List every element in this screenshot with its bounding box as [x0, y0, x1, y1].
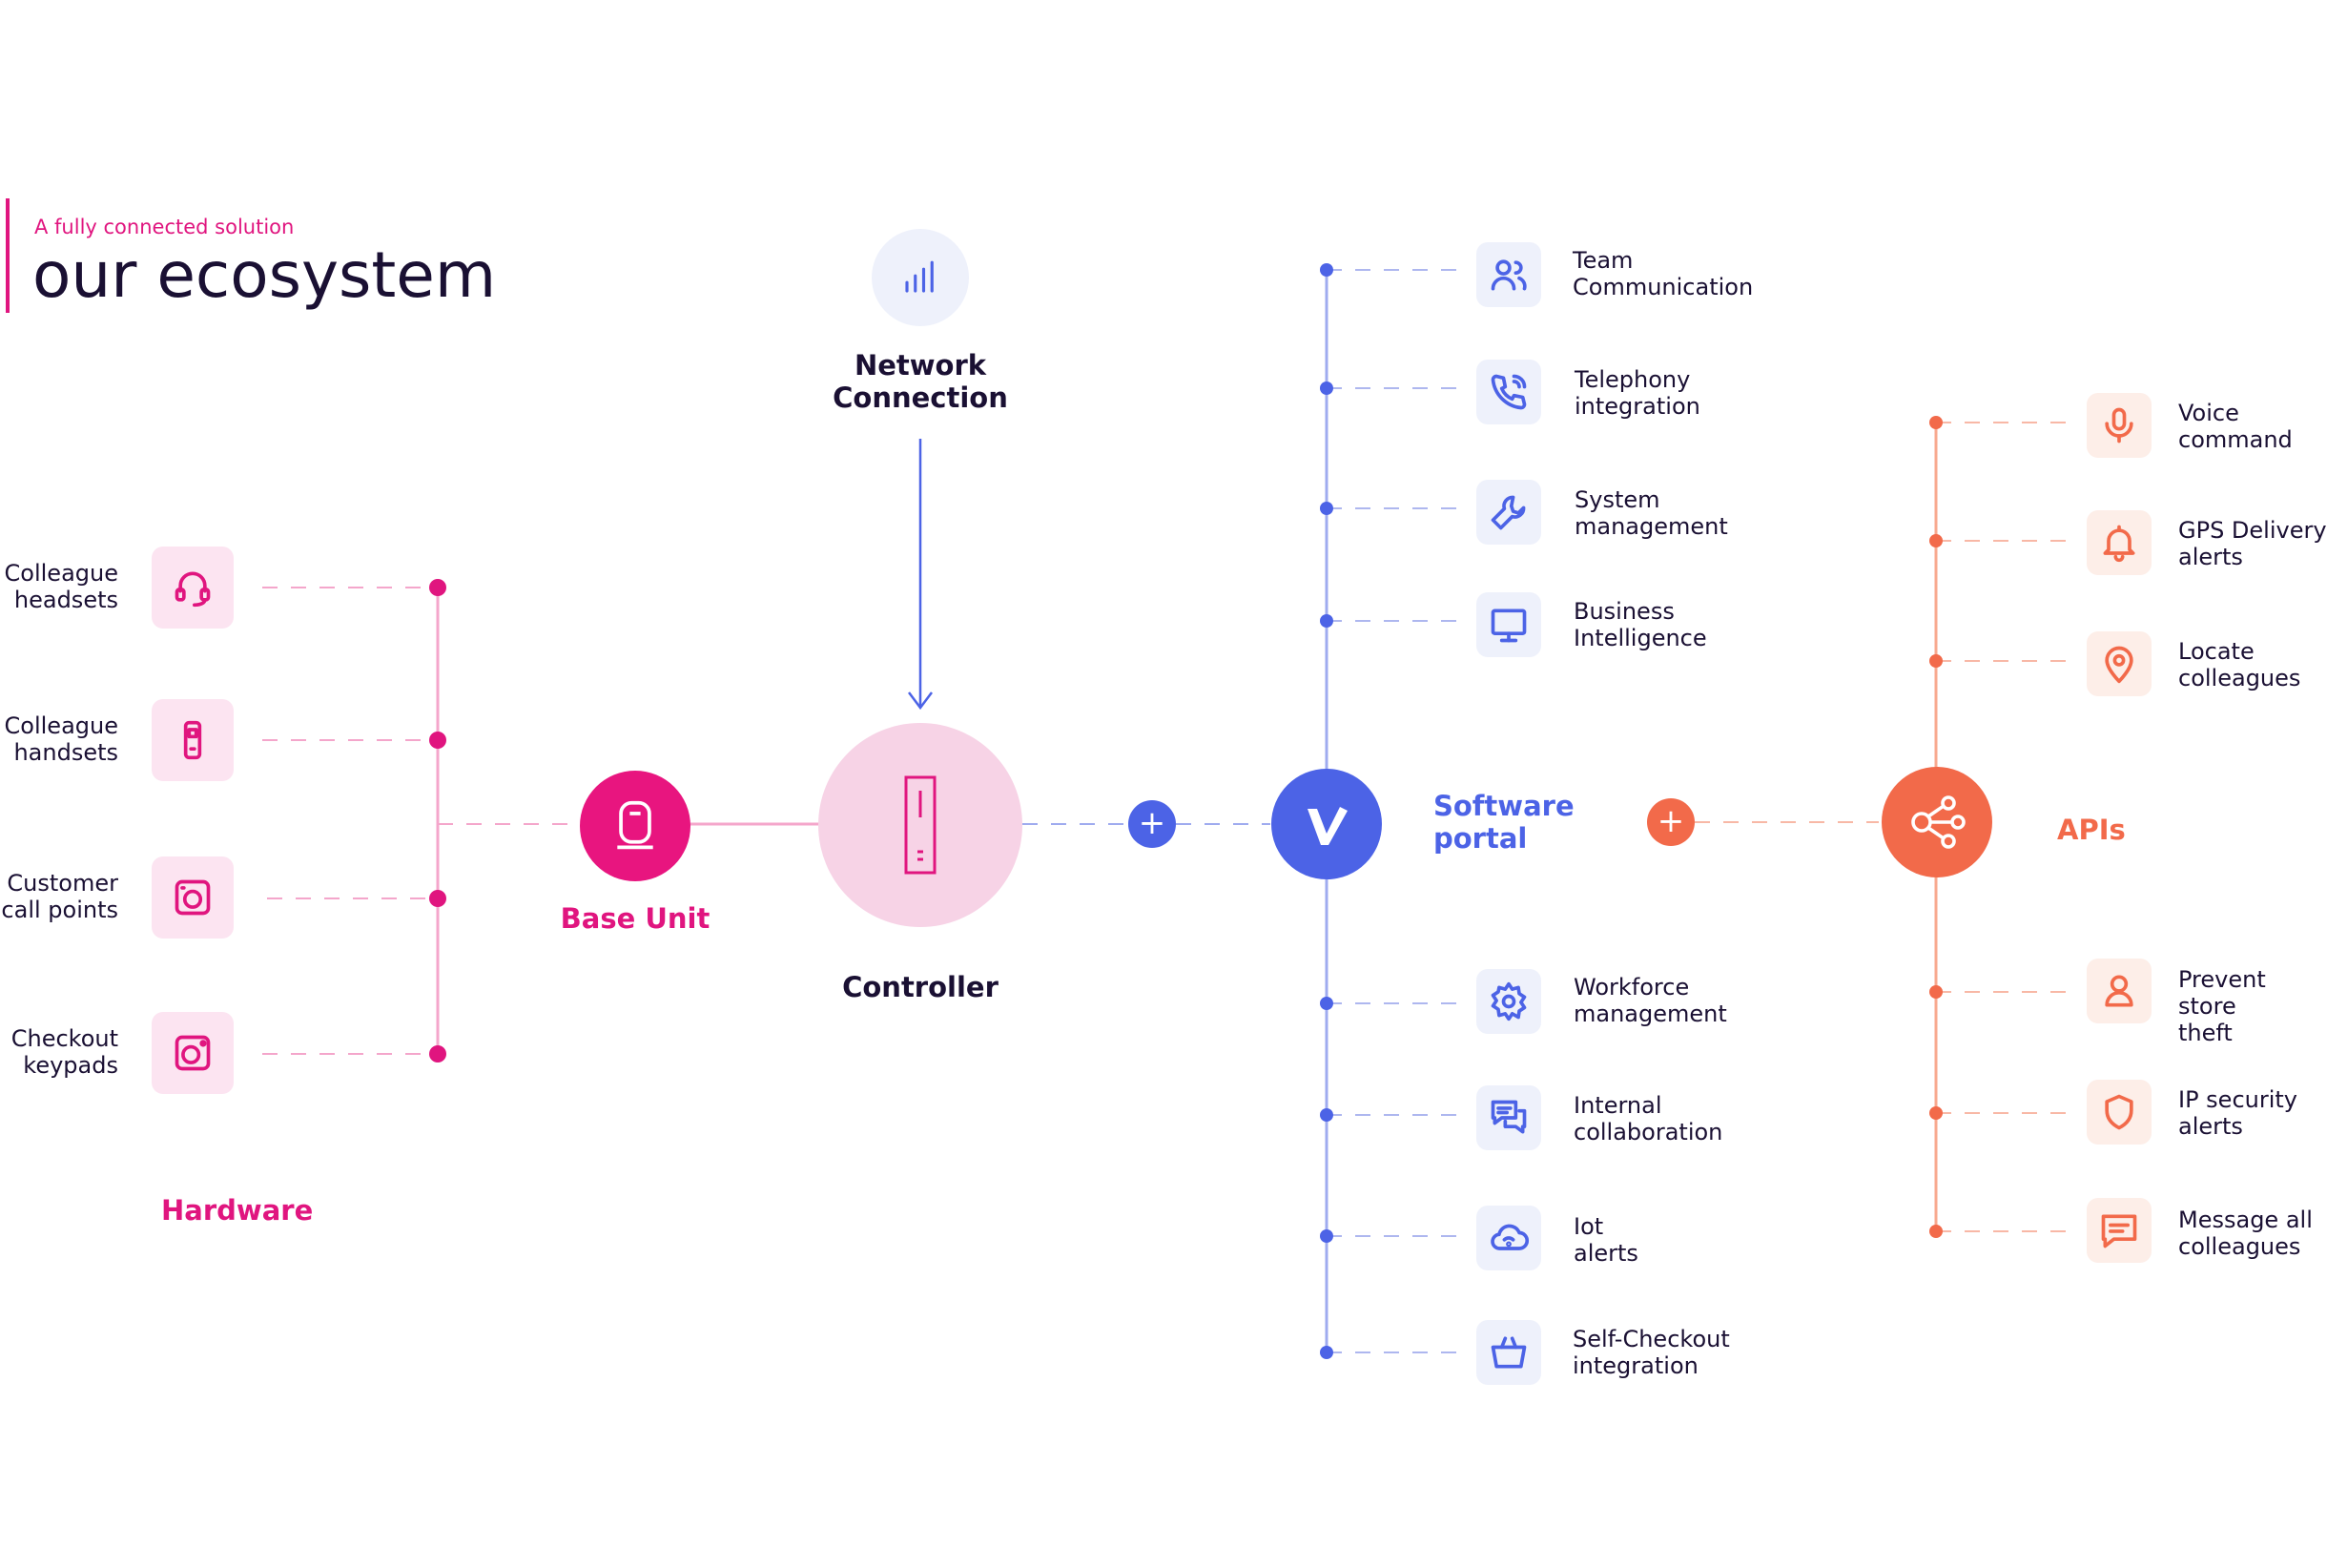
software-portal-label: Software portal	[1433, 790, 1575, 855]
software-item-tile	[1476, 242, 1541, 307]
software-item-tile	[1476, 1320, 1541, 1385]
software-portal-node	[1271, 769, 1382, 879]
network-label: Network Connection	[833, 349, 1008, 414]
api-item-tile	[2087, 393, 2152, 458]
software-item-tile	[1476, 1206, 1541, 1270]
location-pin-icon	[2105, 646, 2133, 684]
share-nodes-icon	[1911, 795, 1966, 849]
software-item-label: Business Intelligence	[1574, 598, 1707, 651]
api-item-label: Prevent store theft	[2178, 966, 2266, 1046]
phone-icon	[1491, 374, 1527, 410]
headset-icon	[175, 571, 211, 608]
hardware-item-label: Customer call points	[1, 870, 118, 923]
api-item-tile	[2087, 1198, 2152, 1263]
monitor-icon	[1491, 609, 1527, 643]
header-subtitle: A fully connected solution	[34, 216, 295, 238]
api-item-tile	[2087, 510, 2152, 575]
page-title: our ecosystem	[32, 238, 497, 312]
base-unit-label: Base Unit	[560, 902, 710, 935]
api-item-label: Voice command	[2178, 400, 2293, 453]
apis-label: APIs	[2057, 814, 2126, 846]
api-item-label: Locate colleagues	[2178, 638, 2301, 691]
hardware-item-tile	[152, 699, 234, 781]
chat-bubbles-icon	[1491, 1100, 1527, 1134]
controller-label: Controller	[842, 971, 999, 1003]
microphone-icon	[2105, 407, 2133, 444]
software-item-label: System management	[1575, 486, 1728, 540]
base-unit-node	[580, 771, 690, 881]
network-node	[872, 229, 969, 326]
software-item-label: Workforce management	[1574, 974, 1727, 1027]
hardware-label: Hardware	[161, 1194, 314, 1227]
api-item-tile	[2087, 959, 2152, 1023]
software-item-label: Telephony integration	[1575, 366, 1700, 420]
bell-icon	[2103, 525, 2135, 563]
message-icon	[2101, 1214, 2137, 1248]
api-item-label: GPS Delivery alerts	[2178, 517, 2327, 570]
hardware-item-label: Colleague headsets	[4, 560, 118, 613]
software-item-label: Self-Checkout integration	[1573, 1326, 1730, 1379]
shield-icon	[2105, 1094, 2133, 1130]
software-item-tile	[1476, 592, 1541, 657]
v-logo-icon	[1308, 807, 1348, 845]
person-icon	[2105, 975, 2133, 1007]
apis-node	[1882, 767, 1992, 877]
hardware-item-tile	[152, 1012, 234, 1094]
base-unit-icon	[617, 800, 653, 850]
software-item-tile	[1476, 969, 1541, 1034]
basket-icon	[1491, 1336, 1527, 1369]
software-item-tile	[1476, 360, 1541, 424]
call-point-icon	[175, 879, 211, 916]
controller-device-icon	[904, 775, 937, 875]
hardware-item-tile	[152, 856, 234, 939]
software-item-tile	[1476, 1085, 1541, 1150]
software-item-label: Internal collaboration	[1574, 1092, 1723, 1145]
software-item-label: Team Communication	[1573, 247, 1754, 300]
api-item-label: Message all colleagues	[2178, 1207, 2313, 1260]
plus-icon: +	[1647, 798, 1695, 846]
api-item-tile	[2087, 631, 2152, 696]
header-accent-bar	[6, 198, 10, 313]
team-icon	[1491, 259, 1527, 291]
keypad-icon	[175, 1035, 211, 1071]
signal-bars-icon	[905, 260, 934, 293]
api-item-label: IP security alerts	[2178, 1086, 2298, 1140]
gear-icon	[1491, 981, 1527, 1021]
wrench-icon	[1491, 495, 1526, 530]
hardware-item-label: Colleague handsets	[4, 712, 118, 766]
controller-node	[818, 723, 1022, 927]
hardware-item-tile	[152, 547, 234, 629]
plus-icon: +	[1128, 800, 1176, 848]
cloud-wifi-icon	[1491, 1224, 1529, 1250]
api-item-tile	[2087, 1080, 2152, 1145]
hardware-item-label: Checkout keypads	[10, 1025, 118, 1079]
handset-icon	[183, 720, 202, 760]
software-item-tile	[1476, 480, 1541, 545]
software-item-label: Iot alerts	[1574, 1213, 1638, 1267]
